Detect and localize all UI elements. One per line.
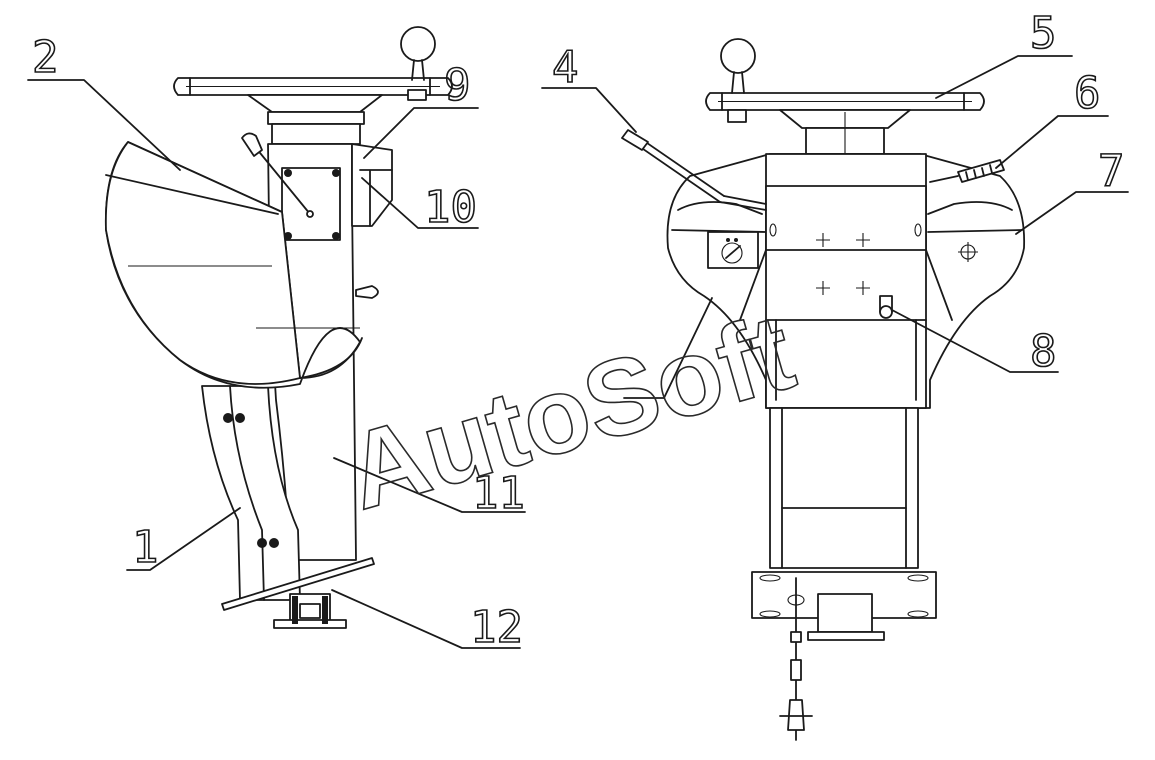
leader-12 xyxy=(331,589,521,649)
callout-9: 9 xyxy=(444,60,471,111)
callout-5: 5 xyxy=(1030,8,1057,59)
callout-4: 4 xyxy=(552,42,579,93)
leader-unlabeled xyxy=(623,297,713,399)
front-console xyxy=(621,129,1025,409)
leader-8 xyxy=(891,309,1059,373)
front-steering-wheel xyxy=(705,38,985,268)
leader-4 xyxy=(541,87,637,133)
callout-numbers: 2 1 9 10 11 12 4 5 6 7 8 xyxy=(31,7,1125,654)
callout-11: 11 xyxy=(472,468,525,519)
leader-11 xyxy=(333,457,526,513)
side-leg xyxy=(201,385,301,601)
front-lower-column xyxy=(751,407,937,741)
front-view xyxy=(621,38,1025,741)
callout-10: 10 xyxy=(424,182,477,233)
callout-7: 7 xyxy=(1098,146,1125,197)
callout-leaders xyxy=(27,55,1129,649)
side-steering-wheel xyxy=(173,26,453,145)
side-column-housing xyxy=(267,143,393,561)
front-spinner-knob xyxy=(720,38,756,74)
side-base xyxy=(221,557,375,629)
side-view xyxy=(104,26,453,629)
leader-1 xyxy=(126,507,241,571)
leader-9 xyxy=(363,107,479,159)
leader-6 xyxy=(995,115,1109,169)
callout-1: 1 xyxy=(132,522,159,573)
leader-10 xyxy=(361,177,479,229)
leader-2 xyxy=(27,79,181,171)
callout-12: 12 xyxy=(470,602,523,653)
callout-6: 6 xyxy=(1074,68,1101,119)
callout-8: 8 xyxy=(1030,326,1057,377)
callout-2: 2 xyxy=(32,32,59,83)
leader-7 xyxy=(1015,191,1129,235)
leader-5 xyxy=(935,55,1073,99)
watermark: AutoSoft xyxy=(334,290,806,532)
spinner-knob xyxy=(400,26,436,62)
side-console-shroud xyxy=(104,132,363,389)
gauge-icon xyxy=(707,231,759,269)
